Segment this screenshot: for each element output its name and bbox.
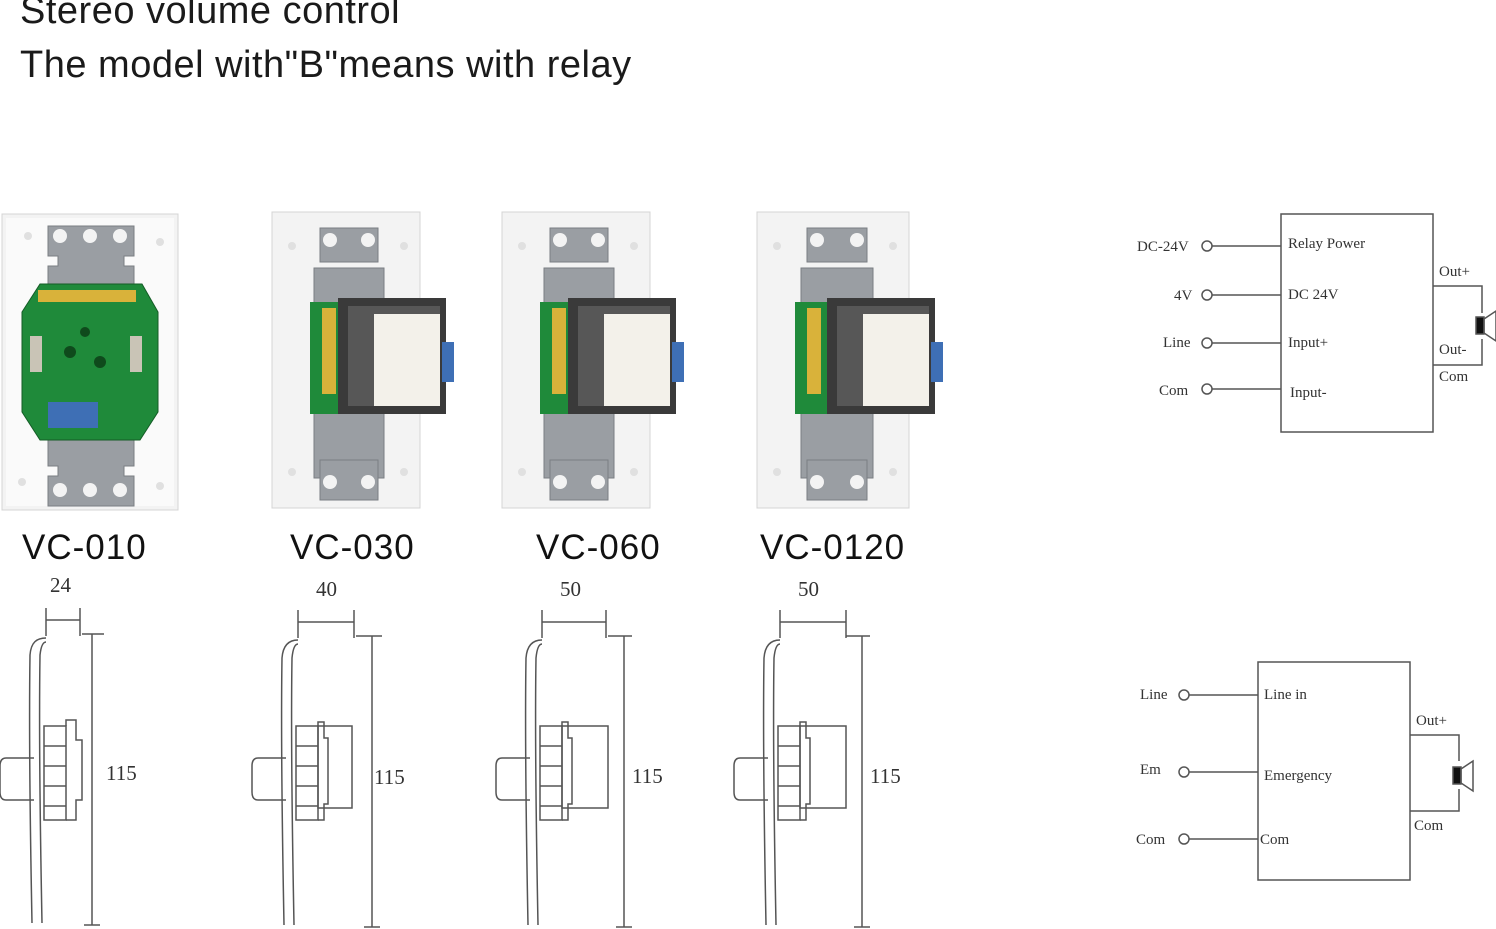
model-label-vc-0120: VC-0120	[760, 528, 906, 567]
box-label-input-minus: Input-	[1290, 385, 1327, 401]
box-label-line-in: Line in	[1264, 687, 1307, 703]
wire-label-dc24v: DC-24V	[1137, 239, 1189, 255]
box-label-dc24v: DC 24V	[1288, 287, 1339, 303]
page-title: Stereo volume control	[20, 0, 401, 32]
out-minus-label: Out-	[1439, 342, 1467, 358]
dim-width-vc-030: 40	[316, 577, 337, 601]
dim-height-vc-030: 115	[374, 765, 405, 789]
wire-label-line: Line	[1140, 687, 1168, 703]
dim-width-vc-010: 24	[50, 573, 72, 597]
page-subtitle: The model with"B"means with relay	[20, 44, 632, 86]
dim-height-vc-060: 115	[632, 764, 663, 788]
side-view-vc-030	[251, 610, 382, 928]
box-label-emergency: Emergency	[1264, 768, 1333, 784]
wire-label-4v: 4V	[1174, 288, 1193, 304]
model-label-vc-030: VC-030	[290, 528, 415, 567]
out-plus-label: Out+	[1439, 264, 1470, 280]
wire-label-com: Com	[1136, 832, 1166, 848]
photo-vc-0120	[756, 211, 943, 509]
wiring-diagram-emergency: Line Em Com Line in Emergency Com Out+ C…	[1136, 661, 1474, 881]
wire-label-em: Em	[1140, 762, 1161, 778]
dim-height-vc-0120: 115	[870, 764, 901, 788]
out-plus-label: Out+	[1416, 713, 1447, 729]
photo-vc-060	[501, 211, 684, 509]
dim-width-vc-0120: 50	[798, 577, 819, 601]
photo-vc-010	[1, 213, 179, 511]
box-label-com: Com	[1260, 832, 1290, 848]
wire-label-line: Line	[1163, 335, 1191, 351]
side-view-vc-010	[0, 608, 104, 926]
model-label-vc-060: VC-060	[536, 528, 661, 567]
photo-vc-030	[271, 211, 454, 509]
side-view-vc-0120	[733, 610, 870, 928]
dimension-drawings: 24 115 40 115 50 115 50 115	[0, 573, 901, 928]
box-label-input-plus: Input+	[1288, 335, 1328, 351]
model-label-vc-010: VC-010	[22, 528, 147, 567]
dim-height-vc-010: 115	[106, 761, 137, 785]
dim-width-vc-060: 50	[560, 577, 581, 601]
wiring-diagram-relay: DC-24V 4V Line Com Relay Power DC 24V In…	[1137, 213, 1496, 433]
wire-label-com: Com	[1159, 383, 1189, 399]
out-com-label: Com	[1439, 369, 1469, 385]
side-view-vc-060	[495, 610, 632, 928]
out-com-label: Com	[1414, 818, 1444, 834]
box-label-relay-power: Relay Power	[1288, 236, 1365, 252]
